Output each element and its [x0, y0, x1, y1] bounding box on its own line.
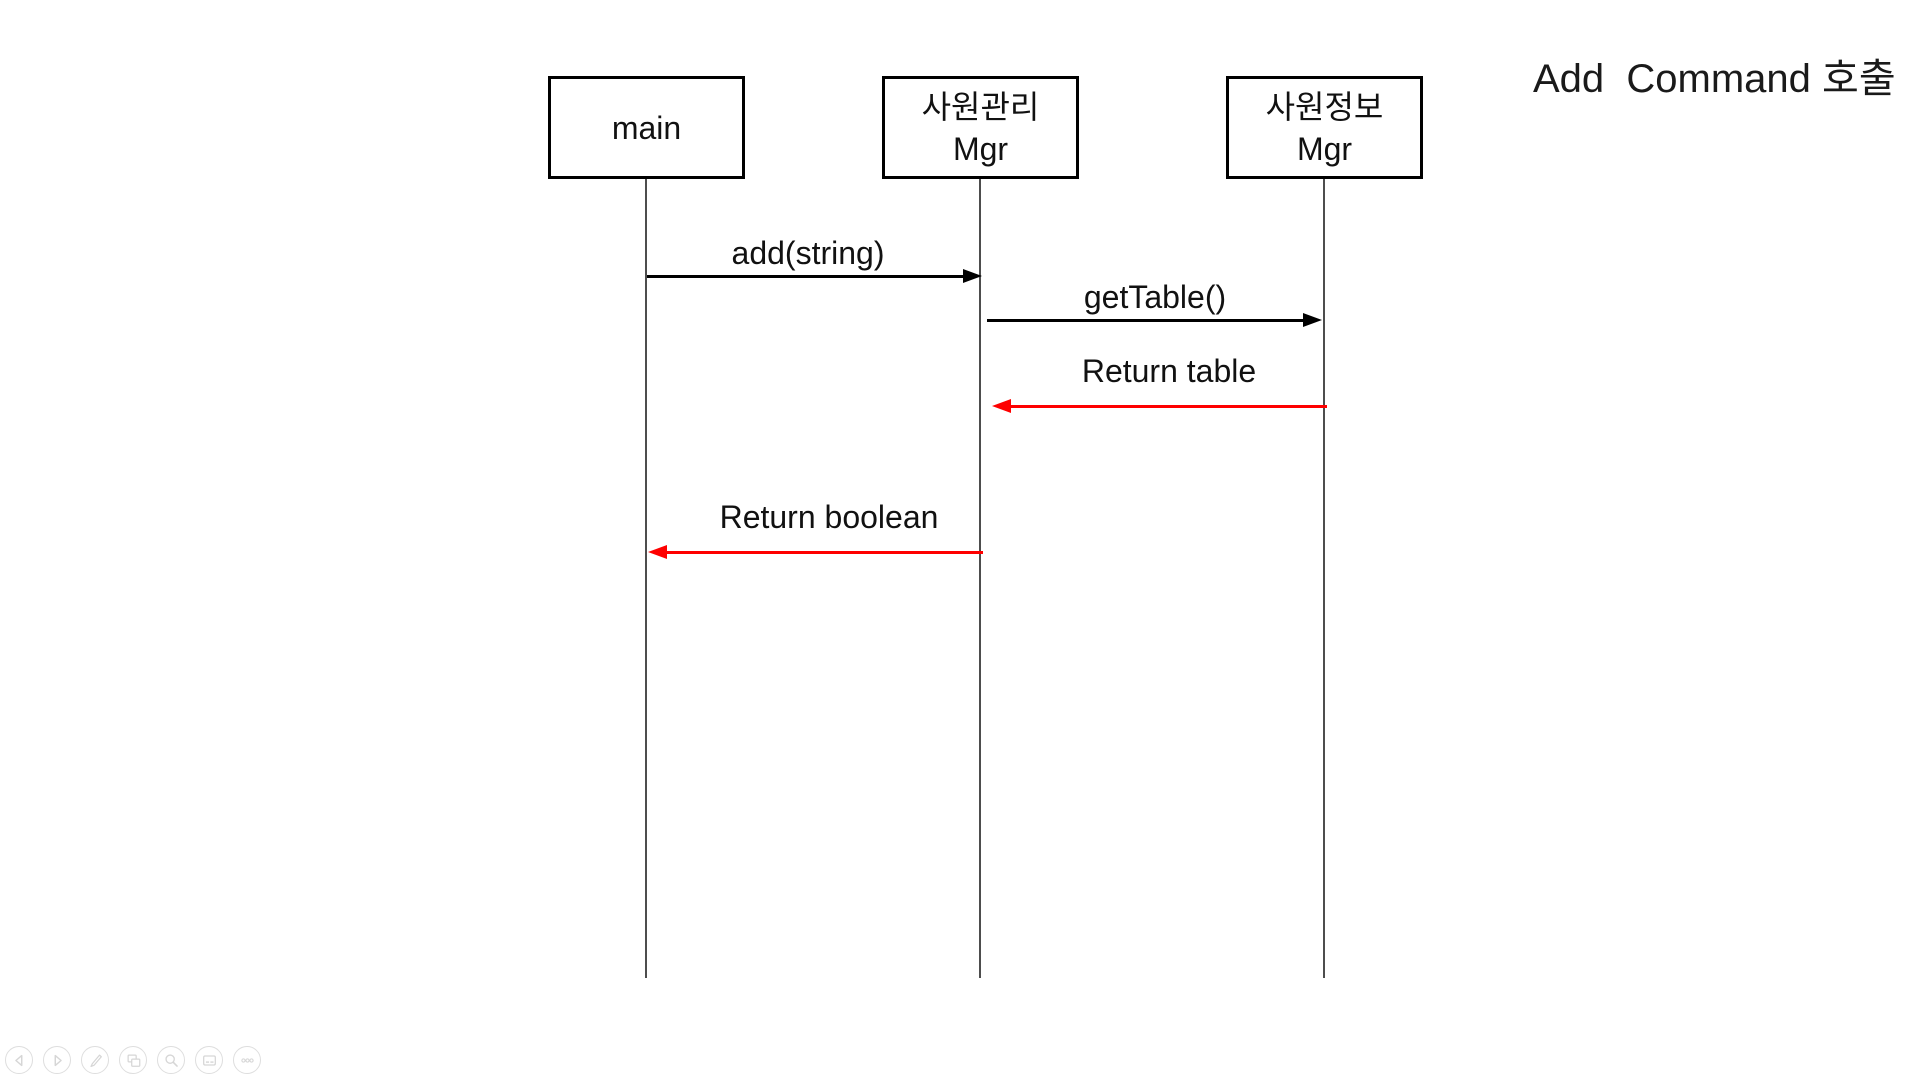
actor-box-employee-management-mgr: 사원관리 Mgr	[882, 76, 1079, 179]
arrow-shaft	[987, 318, 1306, 322]
slideshow-toolbar	[5, 1046, 261, 1074]
lifeline-main	[645, 179, 647, 978]
next-slide-button[interactable]	[43, 1046, 71, 1074]
message-arrow-add-string	[647, 269, 982, 283]
chevron-left-icon	[7, 1048, 32, 1073]
arrow-head-left-icon	[992, 399, 1011, 413]
see-all-slides-button[interactable]	[119, 1046, 147, 1074]
arrow-head-right-icon	[963, 269, 982, 283]
message-label-gettable: getTable()	[1083, 279, 1227, 315]
zoom-button[interactable]	[157, 1046, 185, 1074]
more-options-button[interactable]	[233, 1046, 261, 1074]
subtitles-icon	[197, 1048, 222, 1073]
pen-tools-button[interactable]	[81, 1046, 109, 1074]
actor-label-line1: 사원정보	[1265, 88, 1384, 125]
actor-label-line2: Mgr	[952, 130, 1009, 167]
arrow-head-right-icon	[1303, 313, 1322, 327]
actor-box-employee-info-mgr: 사원정보 Mgr	[1226, 76, 1423, 179]
all-slides-icon	[121, 1048, 146, 1073]
message-label-return-boolean: Return boolean	[719, 499, 939, 535]
pen-icon	[83, 1048, 108, 1073]
lifeline-employee-info-mgr	[1323, 179, 1325, 978]
arrow-head-left-icon	[648, 545, 667, 559]
message-arrow-gettable	[987, 313, 1322, 327]
slide-title: Add Command 호출	[1533, 57, 1896, 101]
subtitles-button[interactable]	[195, 1046, 223, 1074]
magnifier-icon	[159, 1048, 184, 1073]
message-arrow-return-boolean	[648, 545, 983, 559]
arrow-shaft	[664, 550, 983, 554]
actor-label: main	[611, 109, 682, 146]
actor-label-line1: 사원관리	[921, 88, 1040, 125]
arrow-shaft	[647, 274, 966, 278]
arrow-shaft	[1008, 404, 1327, 408]
message-label-add-string: add(string)	[731, 235, 885, 271]
previous-slide-button[interactable]	[5, 1046, 33, 1074]
ellipsis-icon	[235, 1048, 260, 1073]
message-label-return-table: Return table	[1081, 353, 1257, 389]
actor-label-line2: Mgr	[1296, 130, 1353, 167]
message-arrow-return-table	[992, 399, 1327, 413]
actor-box-main: main	[548, 76, 745, 179]
lifeline-employee-management-mgr	[979, 179, 981, 978]
chevron-right-icon	[45, 1048, 70, 1073]
